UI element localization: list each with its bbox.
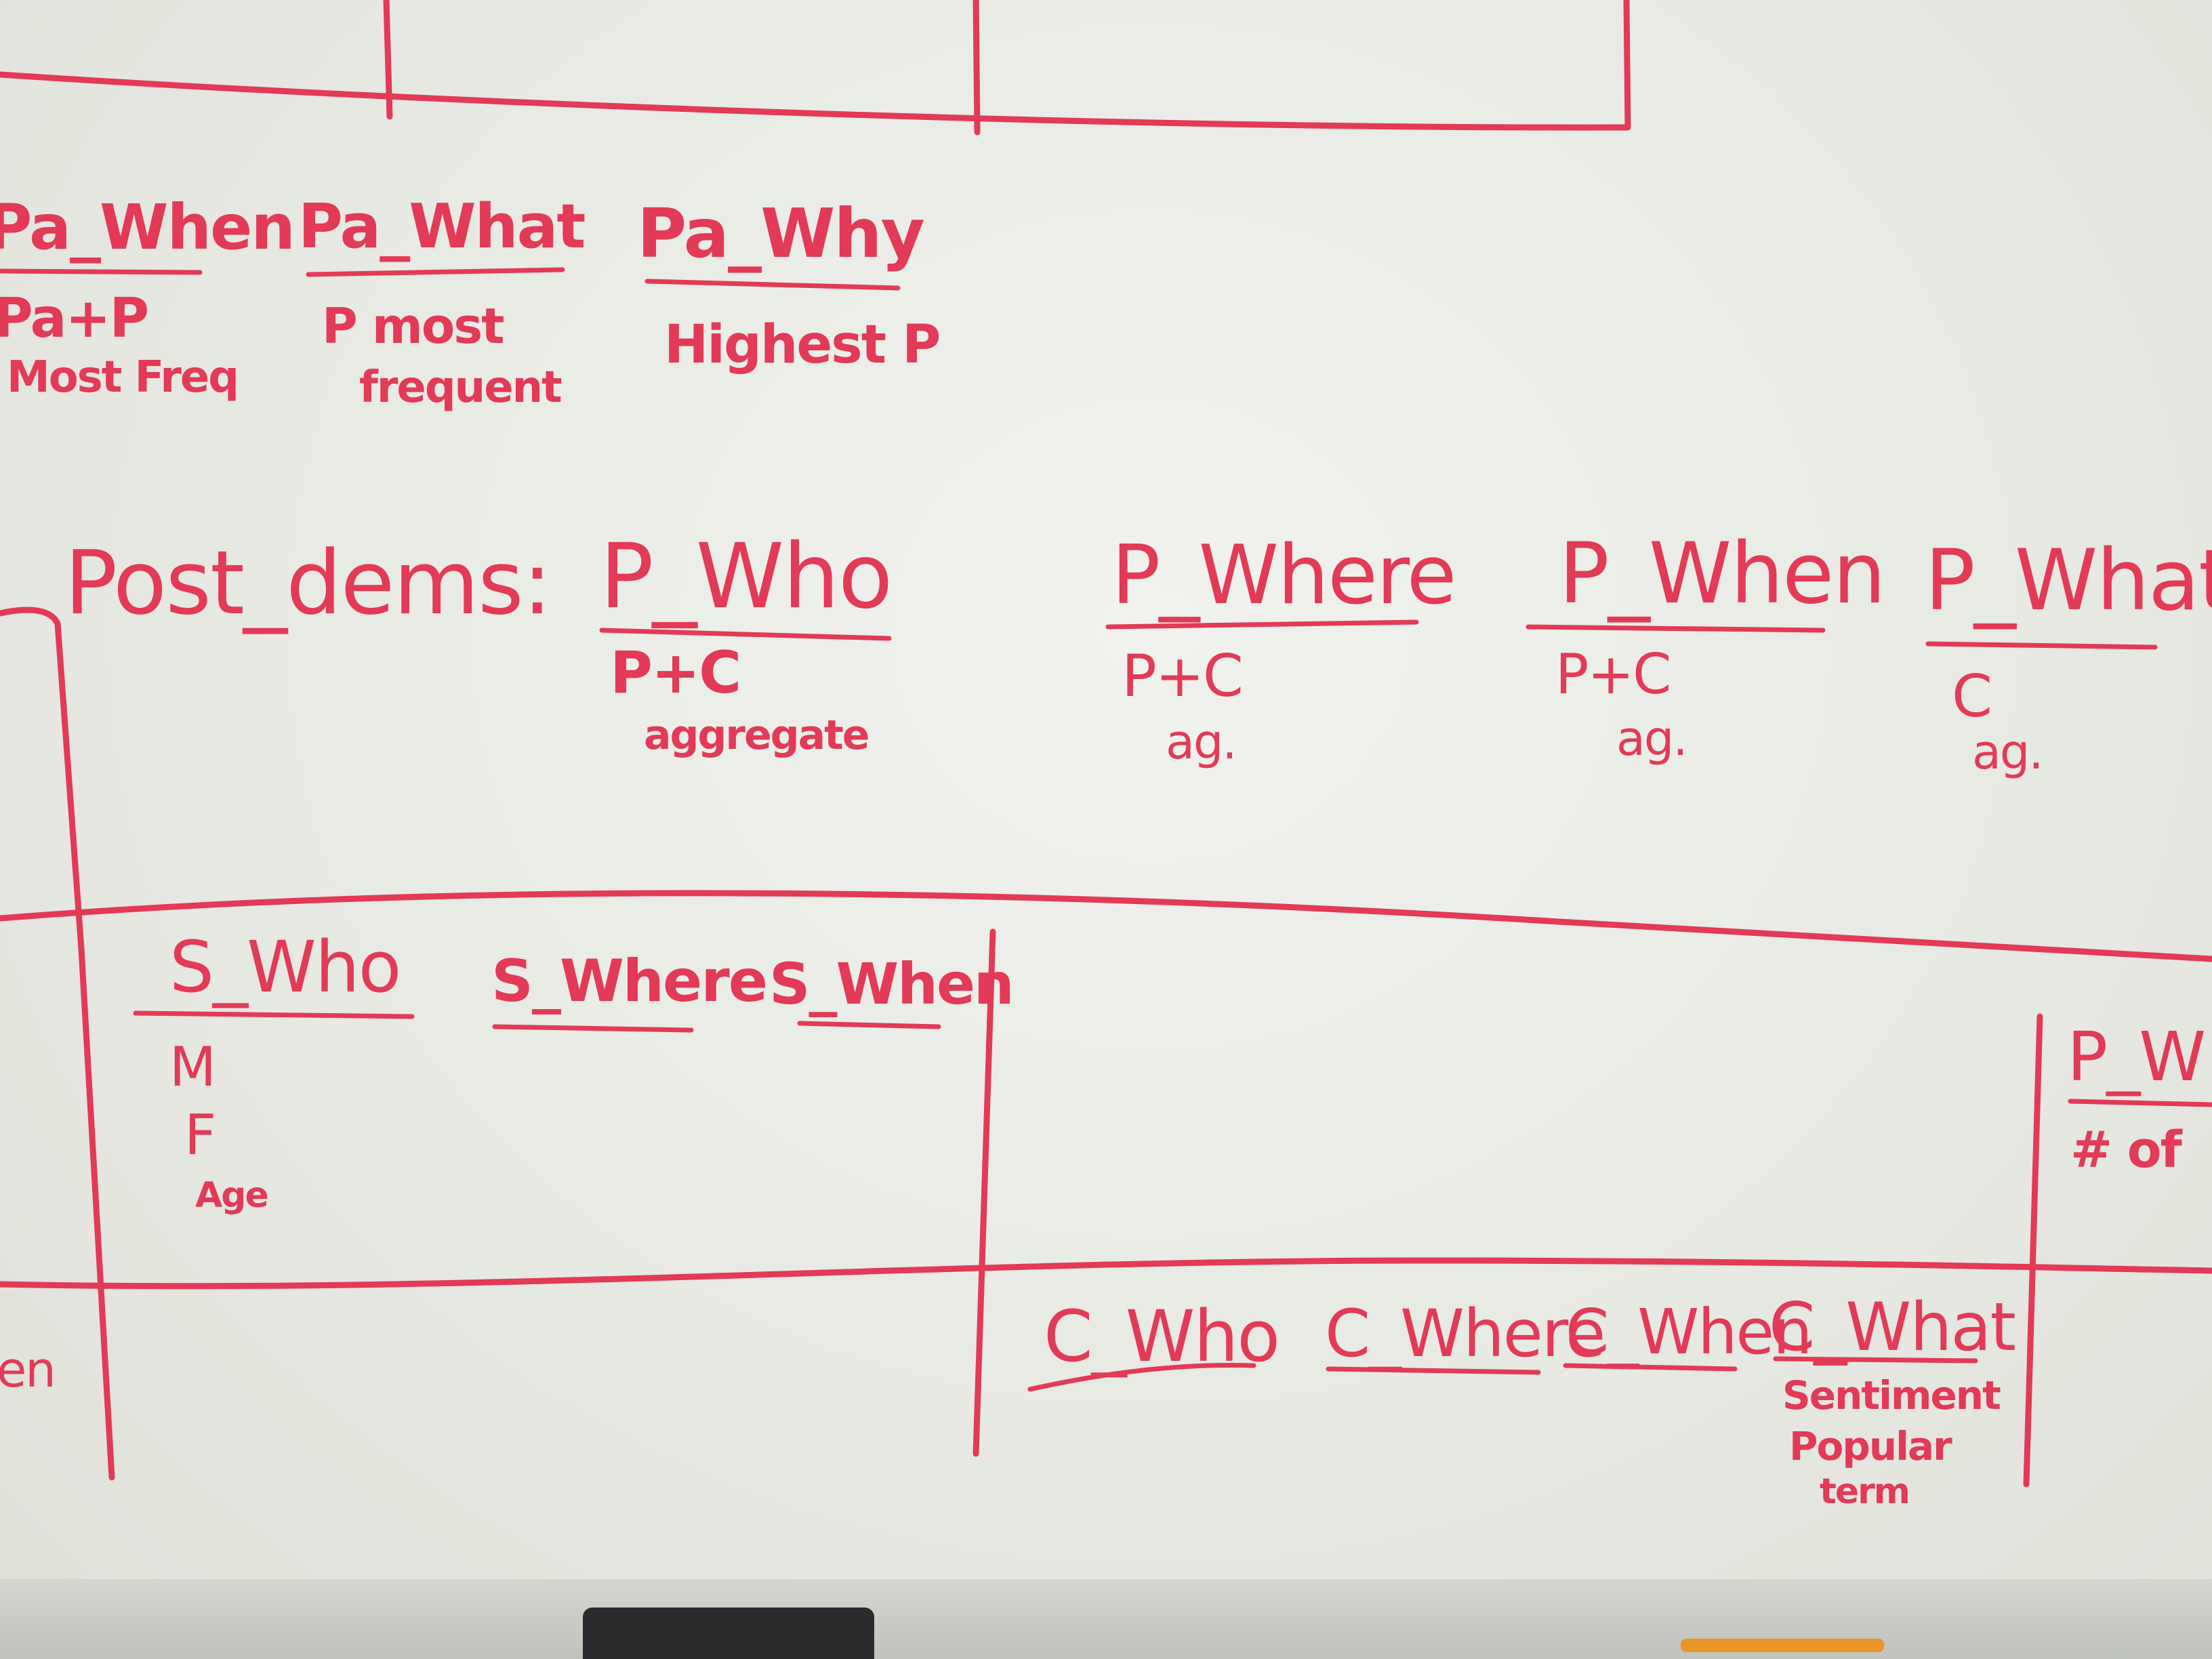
p-who-line2: aggregate [644,712,869,759]
p-when-line2: ag. [1616,711,1688,766]
left-partial-text: en [0,1341,56,1398]
eraser [583,1607,874,1659]
p-what-line1: C [1952,663,1992,731]
c-where-title: C_Where [1325,1296,1605,1372]
c-what-item-sentiment: Sentiment [1782,1372,2001,1418]
pa-when-line2: Most Freq [7,352,239,403]
pa-what-title: Pa_What [298,191,586,262]
pa-why-line1: Highest P [664,314,941,375]
p-where-line2: ag. [1166,714,1237,770]
s-who-item-age: Age [195,1175,269,1216]
s-where-title: S_Where [491,947,768,1015]
marker-pen [1681,1639,1884,1652]
c-what-title: C_What [1769,1289,2016,1366]
p-where-line1: P+C [1122,642,1244,710]
pa-what-line1: P most [322,298,505,354]
p-what-title: P_What [1925,532,2212,630]
s-when-title: S_When [769,951,1015,1017]
pa-why-title: Pa_Why [637,194,925,273]
c-when-title: C_When [1565,1296,1812,1368]
c-what-item-term: term [1820,1471,1910,1512]
pa-when-title: Pa_When [0,191,295,264]
p-when-line1: P+C [1555,642,1671,707]
s-who-title: S_Who [169,926,401,1008]
p-w-partial-line1: # of [2070,1121,2182,1179]
p-who-title: P_Who [600,525,893,629]
s-who-item-m: M [169,1036,216,1099]
p-when-title: P_When [1559,525,1886,623]
post-dems-label: Post_dems: [64,531,552,634]
s-who-item-f: F [184,1103,216,1168]
c-who-title: C_Who [1044,1295,1280,1378]
p-what-line2: ag. [1972,724,2044,780]
c-what-item-popular: Popular [1789,1423,1952,1469]
p-w-partial-title: P_W [2067,1017,2206,1097]
p-where-title: P_Where [1111,529,1456,623]
p-who-line1: P+C [610,639,741,707]
pa-when-line1: Pa+P [0,287,149,350]
pa-what-line2: frequent [359,363,562,413]
